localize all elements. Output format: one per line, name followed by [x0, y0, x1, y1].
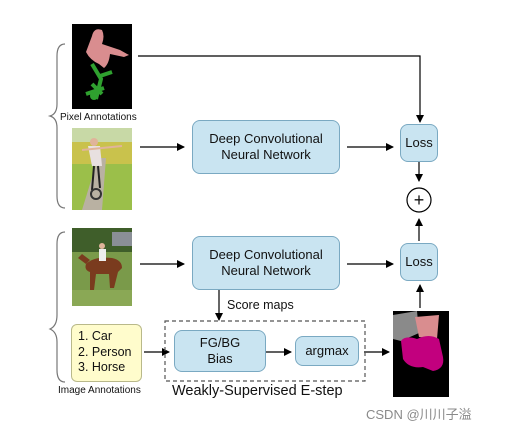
score-maps-label: Score maps	[227, 298, 294, 312]
image-annotations-label: Image Annotations	[58, 385, 141, 396]
photo-cyclist	[72, 128, 132, 210]
brace-image	[48, 231, 66, 383]
image-label-item: 1. Car	[78, 329, 113, 343]
loss-bottom-box: Loss	[400, 243, 438, 281]
fgbg-bias-box: FG/BG Bias	[174, 330, 266, 372]
photo-horse-rider	[72, 228, 132, 306]
pixel-annotations-label: Pixel Annotations	[60, 112, 137, 123]
estep-label: Weakly-Supervised E-step	[172, 383, 343, 399]
loss-top-box: Loss	[400, 124, 438, 162]
dcnn-top-box: Deep Convolutional Neural Network	[192, 120, 340, 174]
brace-pixel	[47, 43, 66, 209]
plus-sign: +	[413, 190, 425, 210]
estimated-segmentation-image	[393, 311, 449, 397]
image-label-item: 2. Person	[78, 344, 132, 359]
pixel-annotation-mask-image	[72, 24, 132, 109]
arrow-mask-to-loss	[138, 55, 424, 123]
dcnn-bottom-box: Deep Convolutional Neural Network	[192, 236, 340, 290]
argmax-box: argmax	[295, 336, 359, 366]
plus-circle	[406, 187, 432, 213]
image-label-item: 3. Horse	[78, 360, 126, 374]
estep-region	[164, 320, 366, 382]
watermark: CSDN @川川子溢	[366, 407, 472, 422]
image-label-list: 1. Car 2. Person 3. Horse	[71, 324, 142, 382]
